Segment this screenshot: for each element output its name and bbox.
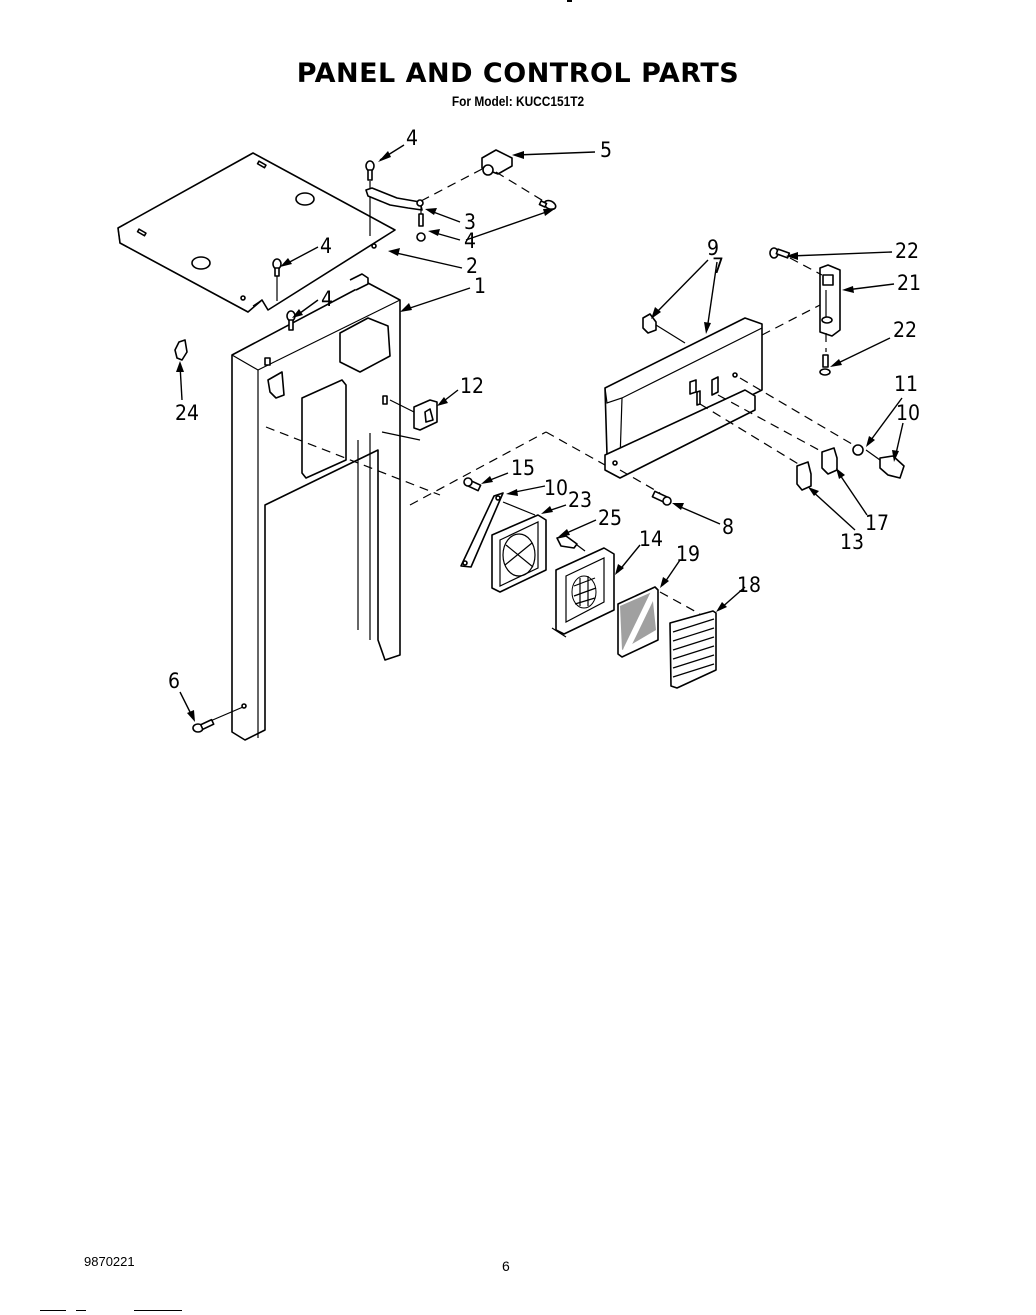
callout-6: 6 — [168, 669, 181, 693]
page-title: PANEL AND CONTROL PARTS — [296, 58, 740, 89]
callout-14: 13 — [840, 530, 865, 554]
callout-10: 9 — [707, 236, 720, 260]
page-number: 6 — [502, 1258, 510, 1274]
callout-4: 4 — [464, 229, 477, 253]
grille-19 — [669, 610, 717, 689]
fan-23 — [491, 501, 547, 593]
fan-housing-15 — [551, 547, 615, 638]
callout-4: 4 — [321, 287, 334, 311]
callout-21: 21 — [897, 271, 922, 295]
control-panel — [604, 304, 881, 479]
callout-4: 4 — [406, 126, 419, 150]
clip-25 — [556, 535, 586, 552]
callout-20: 19 — [676, 542, 701, 566]
top-cover-plate — [117, 152, 396, 313]
model-subtitle: For Model: KUCC151T2 — [451, 93, 585, 109]
fan-fasteners — [265, 426, 672, 506]
light-socket-21 — [769, 247, 841, 376]
callout-5: 5 — [600, 138, 613, 162]
callout-23: 23 — [568, 488, 593, 512]
callout-15: 14 — [639, 527, 664, 551]
callout-22: 22 — [893, 318, 918, 342]
document-number: 9870221 — [84, 1254, 135, 1269]
callout-7: 7 — [712, 254, 725, 278]
callout-22: 22 — [895, 239, 920, 263]
callout-2: 2 — [466, 254, 479, 278]
callout-4: 4 — [320, 234, 333, 258]
fan-bracket-9 — [460, 492, 504, 568]
callout-25: 25 — [598, 506, 623, 530]
callout-9: 10 — [544, 476, 569, 500]
filter-20 — [617, 586, 701, 658]
callout-18: 17 — [865, 511, 890, 535]
callout-11: 10 — [896, 401, 921, 425]
scan-mark — [567, 0, 572, 2]
scan-mark — [76, 1310, 86, 1311]
knob-and-switches — [796, 444, 905, 491]
switch-13 — [389, 399, 438, 431]
callout-19: 18 — [737, 573, 762, 597]
clip-24 — [174, 339, 188, 361]
screw-6 — [192, 703, 247, 733]
callout-13: 12 — [460, 374, 485, 398]
callout-17: 15 — [511, 456, 536, 480]
scan-mark — [134, 1310, 182, 1311]
hardware-top — [272, 149, 557, 331]
callout-1: 1 — [474, 274, 487, 298]
callout-12: 11 — [894, 372, 919, 396]
panel-frame — [231, 273, 401, 741]
callout-8: 8 — [722, 515, 735, 539]
scan-mark — [40, 1310, 66, 1311]
callout-24: 24 — [175, 401, 200, 425]
callout-3: 3 — [464, 210, 477, 234]
leader-lines — [176, 144, 904, 722]
